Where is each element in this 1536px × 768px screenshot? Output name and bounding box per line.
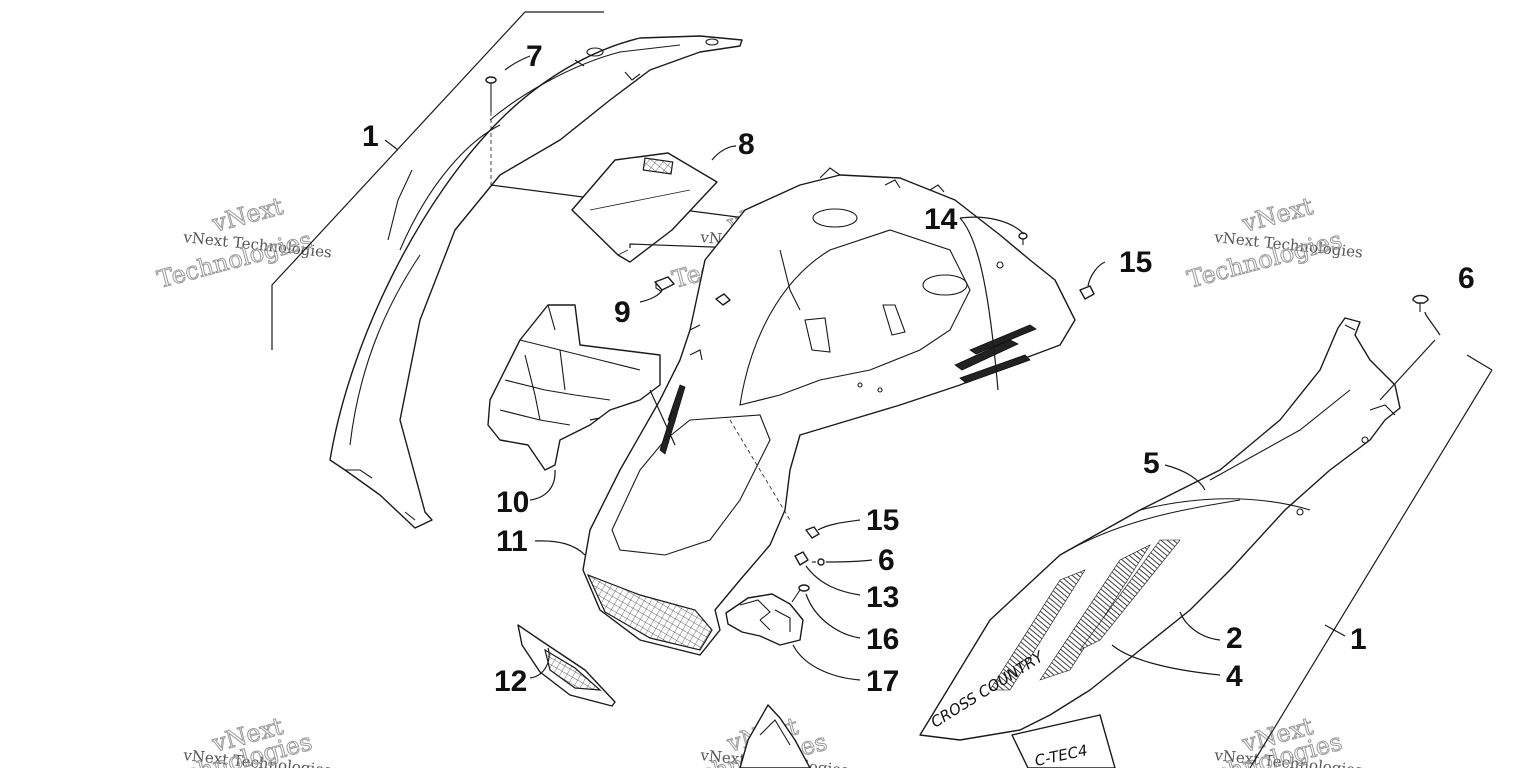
callout-1-left: 1 (362, 120, 379, 153)
leader-4 (1111, 644, 1221, 676)
leader-6-upper-ext (1379, 339, 1436, 401)
watermark-bottom-right: vNext vNext Technologies Technologies (1184, 712, 1364, 768)
part-1-left-bracket (271, 11, 604, 350)
leader-2 (1179, 611, 1221, 641)
callout-7: 7 (526, 40, 543, 73)
leader-12 (529, 647, 550, 679)
callout-12: 12 (494, 665, 527, 698)
leader-6-lower (825, 559, 873, 563)
callout-16: 16 (866, 623, 899, 656)
leader-1-right (1324, 624, 1346, 637)
hood-bottom-fragment (739, 704, 811, 768)
part-11-main-hood (582, 167, 1076, 656)
leader-1-left (384, 139, 399, 151)
callout-14: 14 (924, 203, 958, 236)
part-10-air-duct (487, 304, 661, 471)
leader-10 (529, 469, 556, 501)
callout-15-lower: 15 (866, 504, 899, 537)
callout-labels: 1 7 8 9 10 11 12 14 15 6 15 6 13 16 17 5… (362, 40, 1475, 698)
part-5-panel-decal (1059, 499, 1241, 556)
callout-5: 5 (1143, 447, 1160, 480)
leader-lines (384, 55, 1441, 681)
part-15-clip-lower (805, 526, 820, 539)
part-1-right-bracket (1249, 354, 1493, 768)
leader-11 (534, 540, 586, 556)
callout-11: 11 (496, 525, 528, 558)
leader-5 (1164, 464, 1206, 491)
leader-8 (711, 145, 737, 161)
part-6-screw-lower (812, 558, 825, 566)
leader-13 (805, 565, 861, 596)
part-13-grommet (794, 551, 809, 566)
callout-8: 8 (738, 128, 755, 161)
callout-17: 17 (866, 665, 899, 698)
part-1-left-side-panel (329, 35, 743, 529)
watermark-top-right: vNext vNext Technologies Technologies (1184, 192, 1364, 295)
leader-14b (959, 217, 999, 391)
callout-15-upper: 15 (1119, 246, 1152, 279)
part-12-front-grille (517, 624, 616, 707)
part-16-bolt (791, 584, 810, 603)
part-17-bracket (725, 593, 804, 646)
part-8-cover-plate (571, 152, 741, 263)
callout-6-lower: 6 (878, 544, 895, 577)
part-15-clip-upper (1079, 285, 1095, 300)
leader-6-upper (1424, 311, 1441, 336)
leader-16 (805, 593, 861, 639)
callout-4: 4 (1226, 660, 1243, 693)
callout-9: 9 (614, 296, 631, 329)
part-6-push-pin-upper (715, 293, 1429, 312)
watermark-bottom-left: vNext vNext Technologies Technologies (154, 712, 333, 768)
watermark-top-left: vNext vNext Technologies Technologies (154, 192, 333, 295)
leader-7 (504, 55, 531, 71)
callout-13: 13 (866, 581, 899, 614)
callout-10: 10 (496, 486, 529, 519)
callout-2: 2 (1226, 622, 1243, 655)
callout-6-upper: 6 (1458, 262, 1475, 295)
leader-15-lower (817, 519, 861, 531)
leader-17 (792, 644, 861, 681)
callout-1-right: 1 (1350, 623, 1367, 656)
leader-9 (639, 289, 663, 303)
part-14-fastener (1018, 232, 1028, 245)
leader-10-duct (589, 417, 601, 421)
part-9-clip (654, 276, 675, 293)
leader-14a (959, 216, 1025, 235)
badge-decal: C-TEC4 (1011, 714, 1116, 768)
leader-15-upper (1087, 261, 1106, 287)
